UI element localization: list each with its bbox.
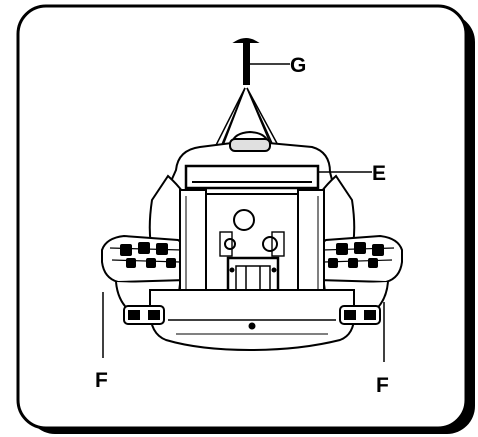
product-body: [101, 130, 403, 352]
label-screw: G: [290, 54, 306, 77]
label-foot-left: F: [95, 369, 108, 392]
label-bracket: E: [372, 162, 386, 185]
screw-icon: [232, 38, 290, 85]
label-foot-right: F: [376, 374, 389, 397]
